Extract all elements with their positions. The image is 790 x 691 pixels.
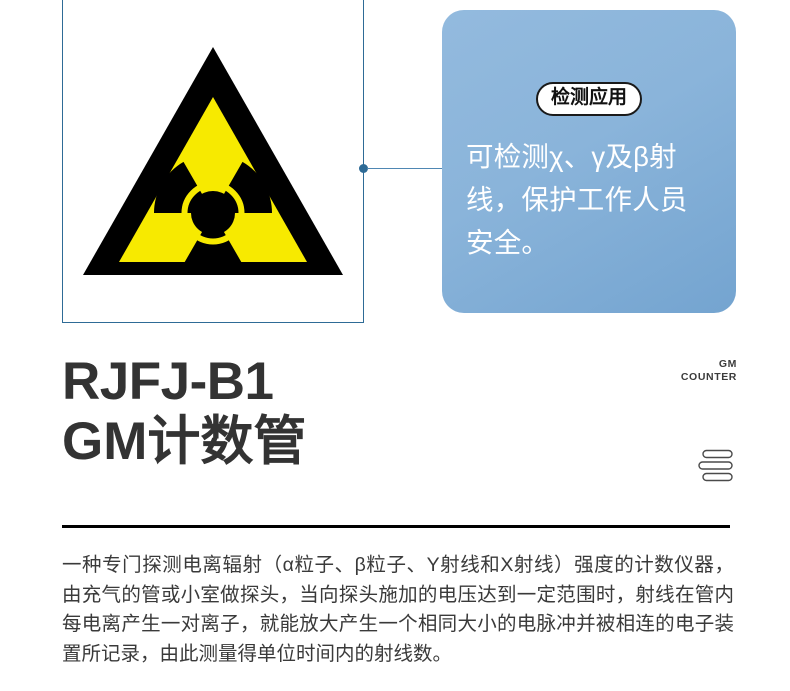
callout-connector-line (367, 168, 444, 169)
hero-image-frame (62, 0, 364, 323)
brand-mark-bottom: COUNTER (680, 371, 737, 383)
brand-mark-top: GM (718, 358, 737, 370)
product-description: 一种专门探测电离辐射（α粒子、β粒子、Y射线和X射线）强度的计数仪器，由充气的管… (62, 554, 734, 665)
section-divider (62, 525, 730, 528)
radiation-warning-symbol-icon (83, 47, 343, 275)
product-model: RJFJ-B1 (62, 352, 274, 411)
feature-card-body: 可检测χ、γ及β射线，保护工作人员安全。 (466, 141, 688, 258)
stacked-bars-icon (698, 449, 733, 482)
brand-mark: GM COUNTER (681, 358, 737, 384)
feature-card-badge: 检测应用 (535, 82, 643, 116)
feature-card: 检测应用 可检测χ、γ及β射线，保护工作人员安全。 (442, 10, 736, 313)
product-name: GM计数管 (62, 412, 307, 471)
callout-anchor-dot (359, 164, 368, 173)
product-title: RJFJ-B1 GM计数管 (62, 352, 492, 472)
